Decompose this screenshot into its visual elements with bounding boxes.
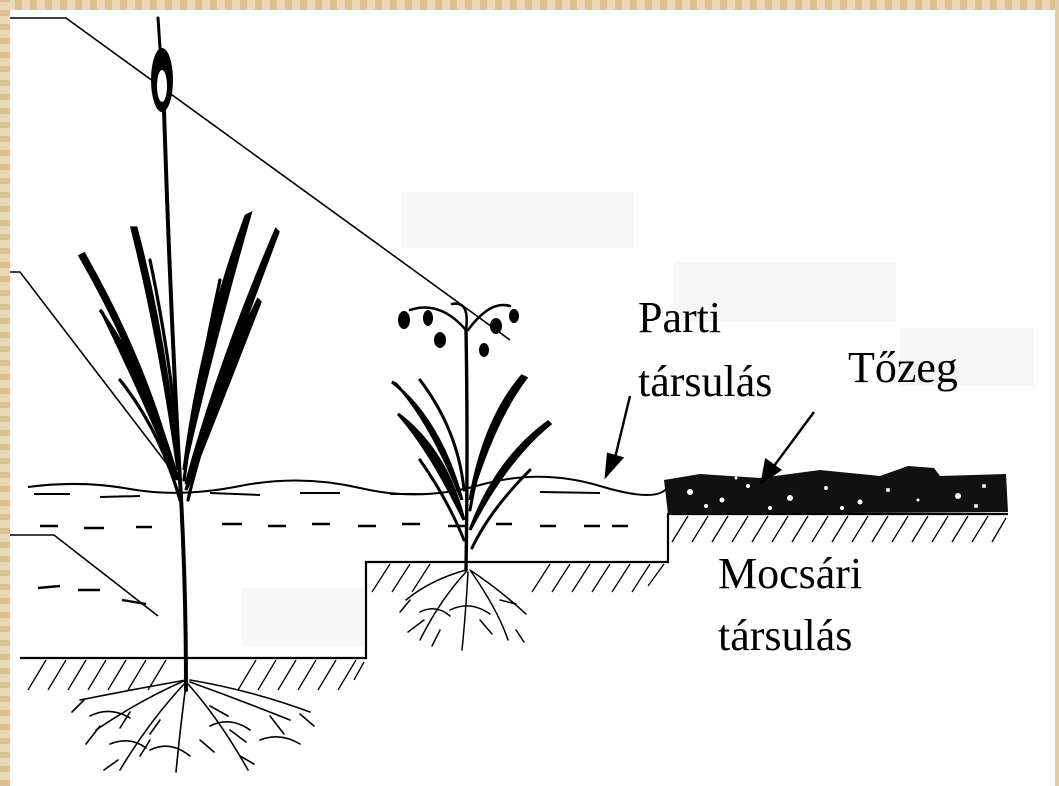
label-mocsari: Mocsári [718,552,862,596]
leader-line-bottom [10,535,158,616]
peat-layer [664,466,1008,514]
label-parti-tarsulas: társulás [638,360,772,404]
label-parti: Parti [638,296,721,340]
leader-line-top [10,18,510,340]
leader-lines [10,18,510,616]
lake-bottom [20,514,1008,690]
water [28,477,668,604]
label-mocsari-tarsulas: társulás [718,614,852,658]
leader-line-middle [10,272,170,468]
label-tozeg: Tőzeg [848,346,958,390]
arrow-parti [614,396,630,462]
label-arrows [606,396,814,482]
arrow-tozeg [774,412,814,466]
water-dashes [40,524,628,528]
